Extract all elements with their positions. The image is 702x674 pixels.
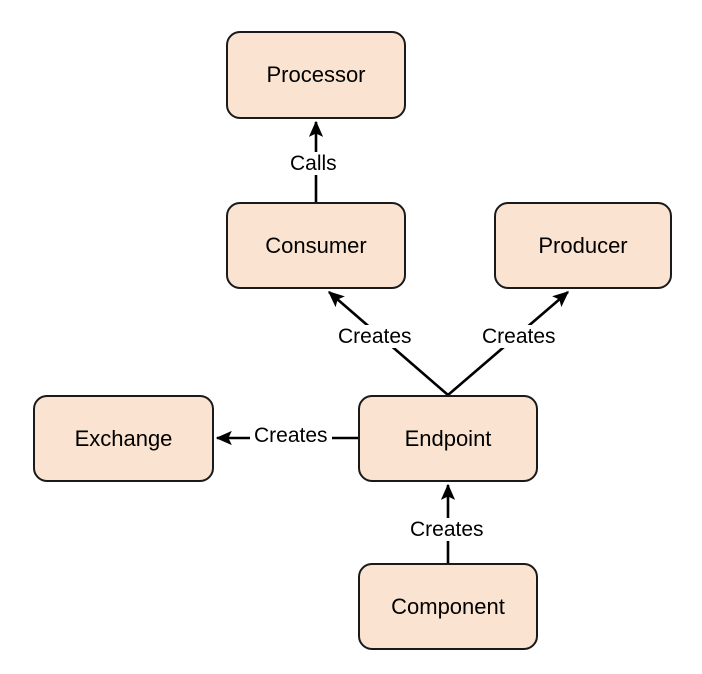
edge-label-endpoint-creates-producer: Creates bbox=[478, 325, 560, 348]
node-component-label: Component bbox=[391, 593, 505, 619]
node-consumer-label: Consumer bbox=[265, 232, 367, 258]
edge-label-endpoint-creates-exchange: Creates bbox=[250, 424, 332, 447]
edge-label-endpoint-creates-consumer: Creates bbox=[334, 325, 416, 348]
edge-label-component-creates-endpoint: Creates bbox=[406, 518, 488, 541]
node-producer-label: Producer bbox=[538, 232, 628, 258]
node-consumer[interactable]: Consumer bbox=[226, 202, 406, 289]
node-endpoint-label: Endpoint bbox=[404, 425, 492, 451]
node-processor-label: Processor bbox=[266, 62, 366, 87]
node-endpoint[interactable]: Endpoint bbox=[358, 395, 538, 482]
node-exchange-label: Exchange bbox=[74, 425, 173, 451]
node-processor[interactable]: Processor bbox=[226, 31, 406, 119]
node-exchange[interactable]: Exchange bbox=[33, 395, 214, 482]
node-component[interactable]: Component bbox=[358, 563, 538, 650]
edge-label-consumer-calls-processor: Calls bbox=[286, 152, 341, 175]
node-producer[interactable]: Producer bbox=[494, 202, 672, 289]
